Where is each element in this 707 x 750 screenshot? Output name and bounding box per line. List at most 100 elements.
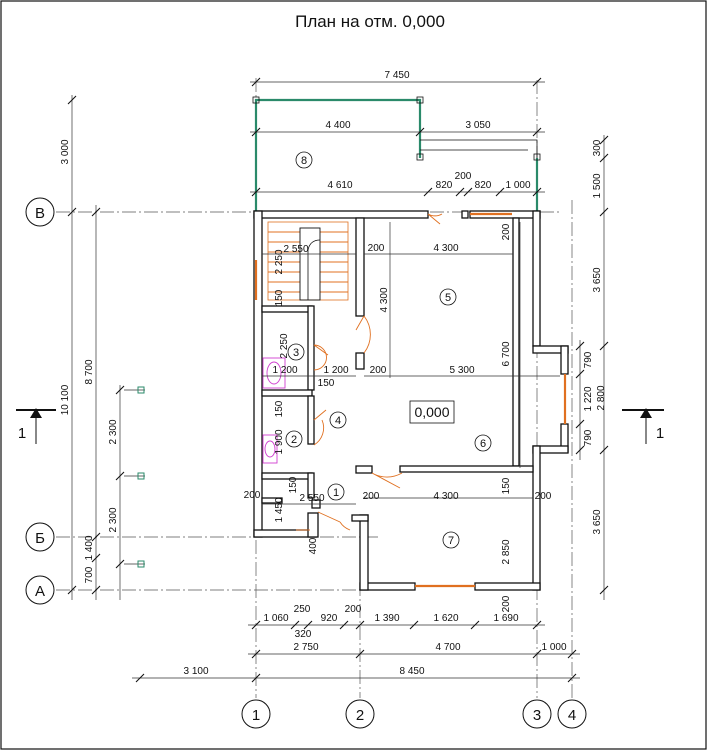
svg-text:150: 150: [501, 477, 512, 494]
svg-text:6: 6: [480, 438, 486, 450]
svg-text:320: 320: [295, 629, 312, 640]
svg-text:200: 200: [501, 223, 512, 240]
svg-text:8 450: 8 450: [399, 666, 424, 677]
svg-text:150: 150: [288, 476, 299, 493]
svg-text:790: 790: [583, 429, 594, 446]
svg-text:2 750: 2 750: [293, 642, 318, 653]
svg-text:1 620: 1 620: [433, 613, 458, 624]
svg-text:4: 4: [335, 415, 341, 427]
svg-text:3 000: 3 000: [60, 139, 71, 164]
svg-text:150: 150: [274, 289, 285, 306]
doors: [296, 213, 443, 531]
room-marker-6: 6: [474, 434, 492, 452]
svg-text:6 700: 6 700: [501, 341, 512, 366]
svg-text:2 300: 2 300: [108, 419, 119, 444]
axis-bubble-a: А: [25, 575, 55, 605]
svg-text:820: 820: [475, 180, 492, 191]
room-marker-8: 8: [295, 151, 313, 169]
svg-text:4 700: 4 700: [435, 642, 460, 653]
axis-bubble-b: Б: [25, 522, 55, 552]
svg-text:2 250: 2 250: [274, 249, 285, 274]
svg-text:3 650: 3 650: [592, 509, 603, 534]
svg-text:10 100: 10 100: [60, 384, 71, 415]
svg-text:2: 2: [356, 707, 364, 724]
drawing-title: План на отм. 0,000: [295, 12, 445, 31]
svg-text:200: 200: [370, 365, 387, 376]
section-mark-left: 1: [16, 408, 56, 444]
axis-bubble-v: В: [25, 197, 55, 227]
svg-text:200: 200: [535, 491, 552, 502]
svg-text:200: 200: [244, 490, 261, 501]
section-mark-right: 1: [622, 408, 664, 444]
svg-text:1 000: 1 000: [541, 642, 566, 653]
svg-text:7: 7: [448, 535, 454, 547]
svg-text:1 000: 1 000: [505, 180, 530, 191]
svg-text:А: А: [35, 583, 45, 600]
svg-text:4 300: 4 300: [433, 491, 458, 502]
room-markers: 1 2 3 4 5 6 7 8: [285, 151, 492, 549]
axis-bubbles: В Б А 1 2 3 4: [25, 197, 587, 729]
svg-text:5: 5: [445, 292, 451, 304]
svg-text:2 300: 2 300: [108, 507, 119, 532]
axis-bubble-3: 3: [522, 699, 552, 729]
svg-text:4 300: 4 300: [379, 287, 390, 312]
svg-text:200: 200: [363, 491, 380, 502]
svg-text:250: 250: [294, 604, 311, 615]
svg-text:7 450: 7 450: [384, 70, 409, 81]
axis-bubble-2: 2: [345, 699, 375, 729]
room-marker-2: 2: [285, 430, 303, 448]
svg-text:3 100: 3 100: [183, 666, 208, 677]
svg-text:1 200: 1 200: [323, 365, 348, 376]
svg-text:3 650: 3 650: [592, 267, 603, 292]
svg-text:1 450: 1 450: [274, 497, 285, 522]
svg-text:1: 1: [18, 425, 26, 442]
svg-text:3: 3: [293, 347, 299, 359]
svg-text:3 050: 3 050: [465, 120, 490, 131]
svg-text:8 700: 8 700: [84, 359, 95, 384]
sanitary-fixtures: [262, 357, 286, 464]
axis-bubble-4: 4: [557, 699, 587, 729]
svg-text:1 060: 1 060: [263, 613, 288, 624]
svg-text:1: 1: [656, 425, 664, 442]
svg-text:200: 200: [455, 171, 472, 182]
svg-text:150: 150: [318, 378, 335, 389]
svg-text:8: 8: [301, 155, 307, 167]
svg-text:1 900: 1 900: [274, 429, 285, 454]
dimension-lines: [67, 77, 609, 683]
room-marker-7: 7: [442, 531, 460, 549]
svg-text:2 850: 2 850: [501, 539, 512, 564]
svg-text:400: 400: [308, 537, 319, 554]
svg-text:200: 200: [368, 243, 385, 254]
dimension-labels: 7 450 4 400 3 050 4 610 820 200 820 1 00…: [60, 70, 607, 677]
svg-text:3: 3: [533, 707, 541, 724]
svg-text:300: 300: [592, 139, 603, 156]
svg-text:200: 200: [501, 595, 512, 612]
svg-text:1 400: 1 400: [84, 535, 95, 560]
svg-text:4 610: 4 610: [327, 180, 352, 191]
svg-text:1 500: 1 500: [592, 173, 603, 198]
svg-text:820: 820: [436, 180, 453, 191]
windows: [254, 212, 567, 588]
level-mark: 0,000: [409, 400, 455, 424]
svg-text:2 250: 2 250: [279, 333, 290, 358]
axis-bubble-1: 1: [241, 699, 271, 729]
svg-text:150: 150: [274, 400, 285, 417]
svg-text:790: 790: [583, 351, 594, 368]
svg-text:1 220: 1 220: [583, 386, 594, 411]
svg-text:2 550: 2 550: [299, 493, 324, 504]
svg-text:Б: Б: [35, 530, 45, 547]
svg-text:5 300: 5 300: [449, 365, 474, 376]
svg-text:В: В: [35, 205, 45, 222]
terrace: [252, 96, 541, 212]
svg-text:1 390: 1 390: [374, 613, 399, 624]
room-marker-3: 3: [287, 343, 305, 361]
staircase: [267, 221, 349, 301]
svg-text:2 800: 2 800: [596, 385, 607, 410]
svg-text:0,000: 0,000: [414, 404, 449, 420]
svg-text:200: 200: [345, 604, 362, 615]
svg-text:1 690: 1 690: [493, 613, 518, 624]
svg-text:4 300: 4 300: [433, 243, 458, 254]
room-marker-4: 4: [329, 411, 347, 429]
